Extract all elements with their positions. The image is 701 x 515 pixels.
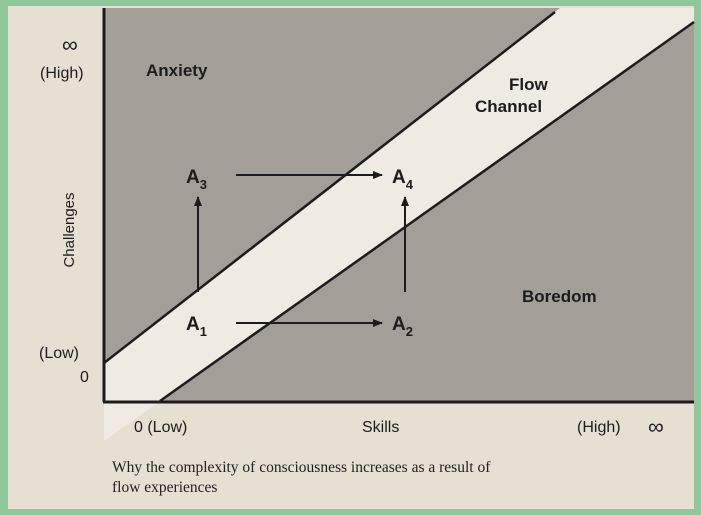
caption-line-2: flow experiences xyxy=(112,479,218,496)
flow-label: Flow xyxy=(509,75,548,94)
point-a4-sub: 4 xyxy=(406,177,414,192)
y-axis-infinity: ∞ xyxy=(62,32,78,57)
point-a2-base: A xyxy=(392,314,406,335)
point-a3: A3 xyxy=(186,167,207,192)
x-axis-high-label: (High) xyxy=(577,419,621,436)
point-a4-base: A xyxy=(392,167,406,188)
y-axis-zero: 0 xyxy=(80,369,89,386)
point-a3-base: A xyxy=(186,167,200,188)
y-axis-title: Challenges xyxy=(61,192,78,267)
point-a4: A4 xyxy=(392,167,414,192)
point-a1-base: A xyxy=(186,314,200,335)
anxiety-label: Anxiety xyxy=(146,61,208,80)
point-a1-sub: 1 xyxy=(200,324,207,339)
flow-channel-band xyxy=(104,8,694,401)
channel-label: Channel xyxy=(475,97,542,116)
x-axis-infinity: ∞ xyxy=(648,414,664,439)
lower-channel-line xyxy=(159,20,695,403)
point-a3-sub: 3 xyxy=(200,177,207,192)
boredom-label: Boredom xyxy=(522,287,597,306)
lower-left-corner xyxy=(104,401,160,441)
caption-line-1: Why the complexity of consciousness incr… xyxy=(112,459,491,476)
point-a1: A1 xyxy=(186,314,207,339)
upper-channel-line xyxy=(103,11,556,364)
point-a2: A2 xyxy=(392,314,413,339)
y-axis-low-label: (Low) xyxy=(39,345,79,362)
x-axis-title: Skills xyxy=(362,419,399,436)
x-axis-low-label: 0 (Low) xyxy=(134,419,187,436)
y-axis-high-label: (High) xyxy=(40,65,84,82)
figure-caption: Why the complexity of consciousness incr… xyxy=(112,458,652,498)
point-a2-sub: 2 xyxy=(406,324,413,339)
